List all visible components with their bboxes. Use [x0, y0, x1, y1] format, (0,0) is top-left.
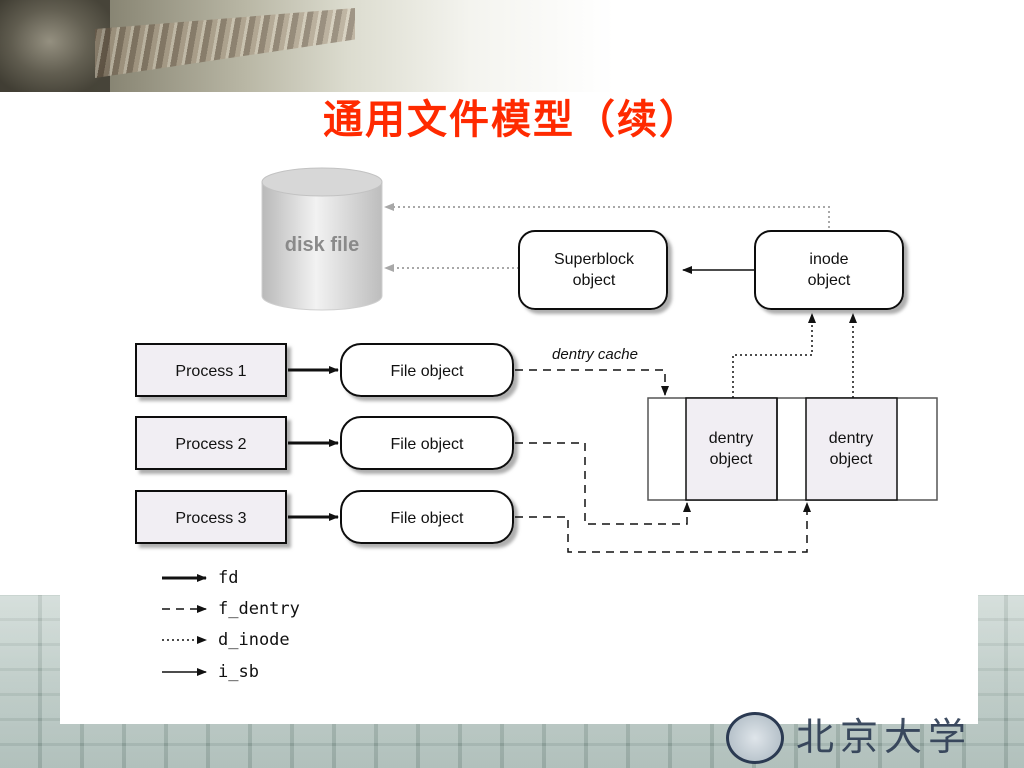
- process-1-label: Process 1: [175, 363, 246, 380]
- f-dentry-arrow-3: [515, 502, 811, 553]
- slide-title: 通用文件模型（续）: [323, 97, 701, 143]
- university-seal-icon: [726, 712, 784, 764]
- process-1: Process 1: [135, 343, 287, 397]
- inode-label-line2: object: [808, 272, 851, 289]
- process-3-label: Process 3: [175, 510, 246, 527]
- dentry-1-label-line1: dentry: [709, 430, 753, 447]
- d-inode-arrow-1: [732, 313, 816, 398]
- dentry-object-1: dentry object: [709, 430, 753, 468]
- dentry-cache-label: dentry cache: [552, 346, 638, 363]
- legend: fd f_dentry d_inode i_sb: [162, 568, 300, 682]
- inode-label-line1: inode: [809, 251, 848, 268]
- process-3: Process 3: [135, 490, 287, 544]
- f-dentry-arrow-1: [515, 369, 669, 396]
- superblock-object: Superblock object: [518, 230, 668, 310]
- file-object-1-label: File object: [391, 363, 464, 380]
- stone-lion-photo: [0, 0, 110, 92]
- file-object-2-label: File object: [391, 436, 464, 453]
- disk-file-cylinder: disk file: [261, 167, 383, 311]
- file-object-3: File object: [340, 490, 514, 544]
- legend-i-sb-label: i_sb: [218, 662, 259, 682]
- inode-to-disk-arrow: [384, 203, 830, 233]
- f-dentry-arrow-2: [515, 442, 691, 525]
- file-object-3-label: File object: [391, 510, 464, 527]
- legend-f-dentry-label: f_dentry: [218, 599, 300, 619]
- process-2-label: Process 2: [175, 436, 246, 453]
- superblock-label-line1: Superblock: [554, 251, 635, 268]
- file-object-1: File object: [340, 343, 514, 397]
- legend-fd-label: fd: [218, 568, 238, 588]
- dentry-2-label-line2: object: [830, 451, 873, 468]
- process-2: Process 2: [135, 416, 287, 470]
- dentry-2-label-line1: dentry: [829, 430, 873, 447]
- inode-object: inode object: [754, 230, 904, 310]
- header-banner: [0, 0, 1024, 92]
- dentry-cache-table: [647, 397, 938, 501]
- university-logo-text: 北京大学: [796, 715, 973, 759]
- dentry-object-2: dentry object: [829, 430, 873, 468]
- dentry-1-label-line2: object: [710, 451, 753, 468]
- disk-file-label: disk file: [285, 234, 359, 256]
- file-object-2: File object: [340, 416, 514, 470]
- legend-d-inode-label: d_inode: [218, 630, 290, 650]
- university-logo: 北京大学: [726, 712, 1016, 764]
- superblock-label-line2: object: [573, 272, 616, 289]
